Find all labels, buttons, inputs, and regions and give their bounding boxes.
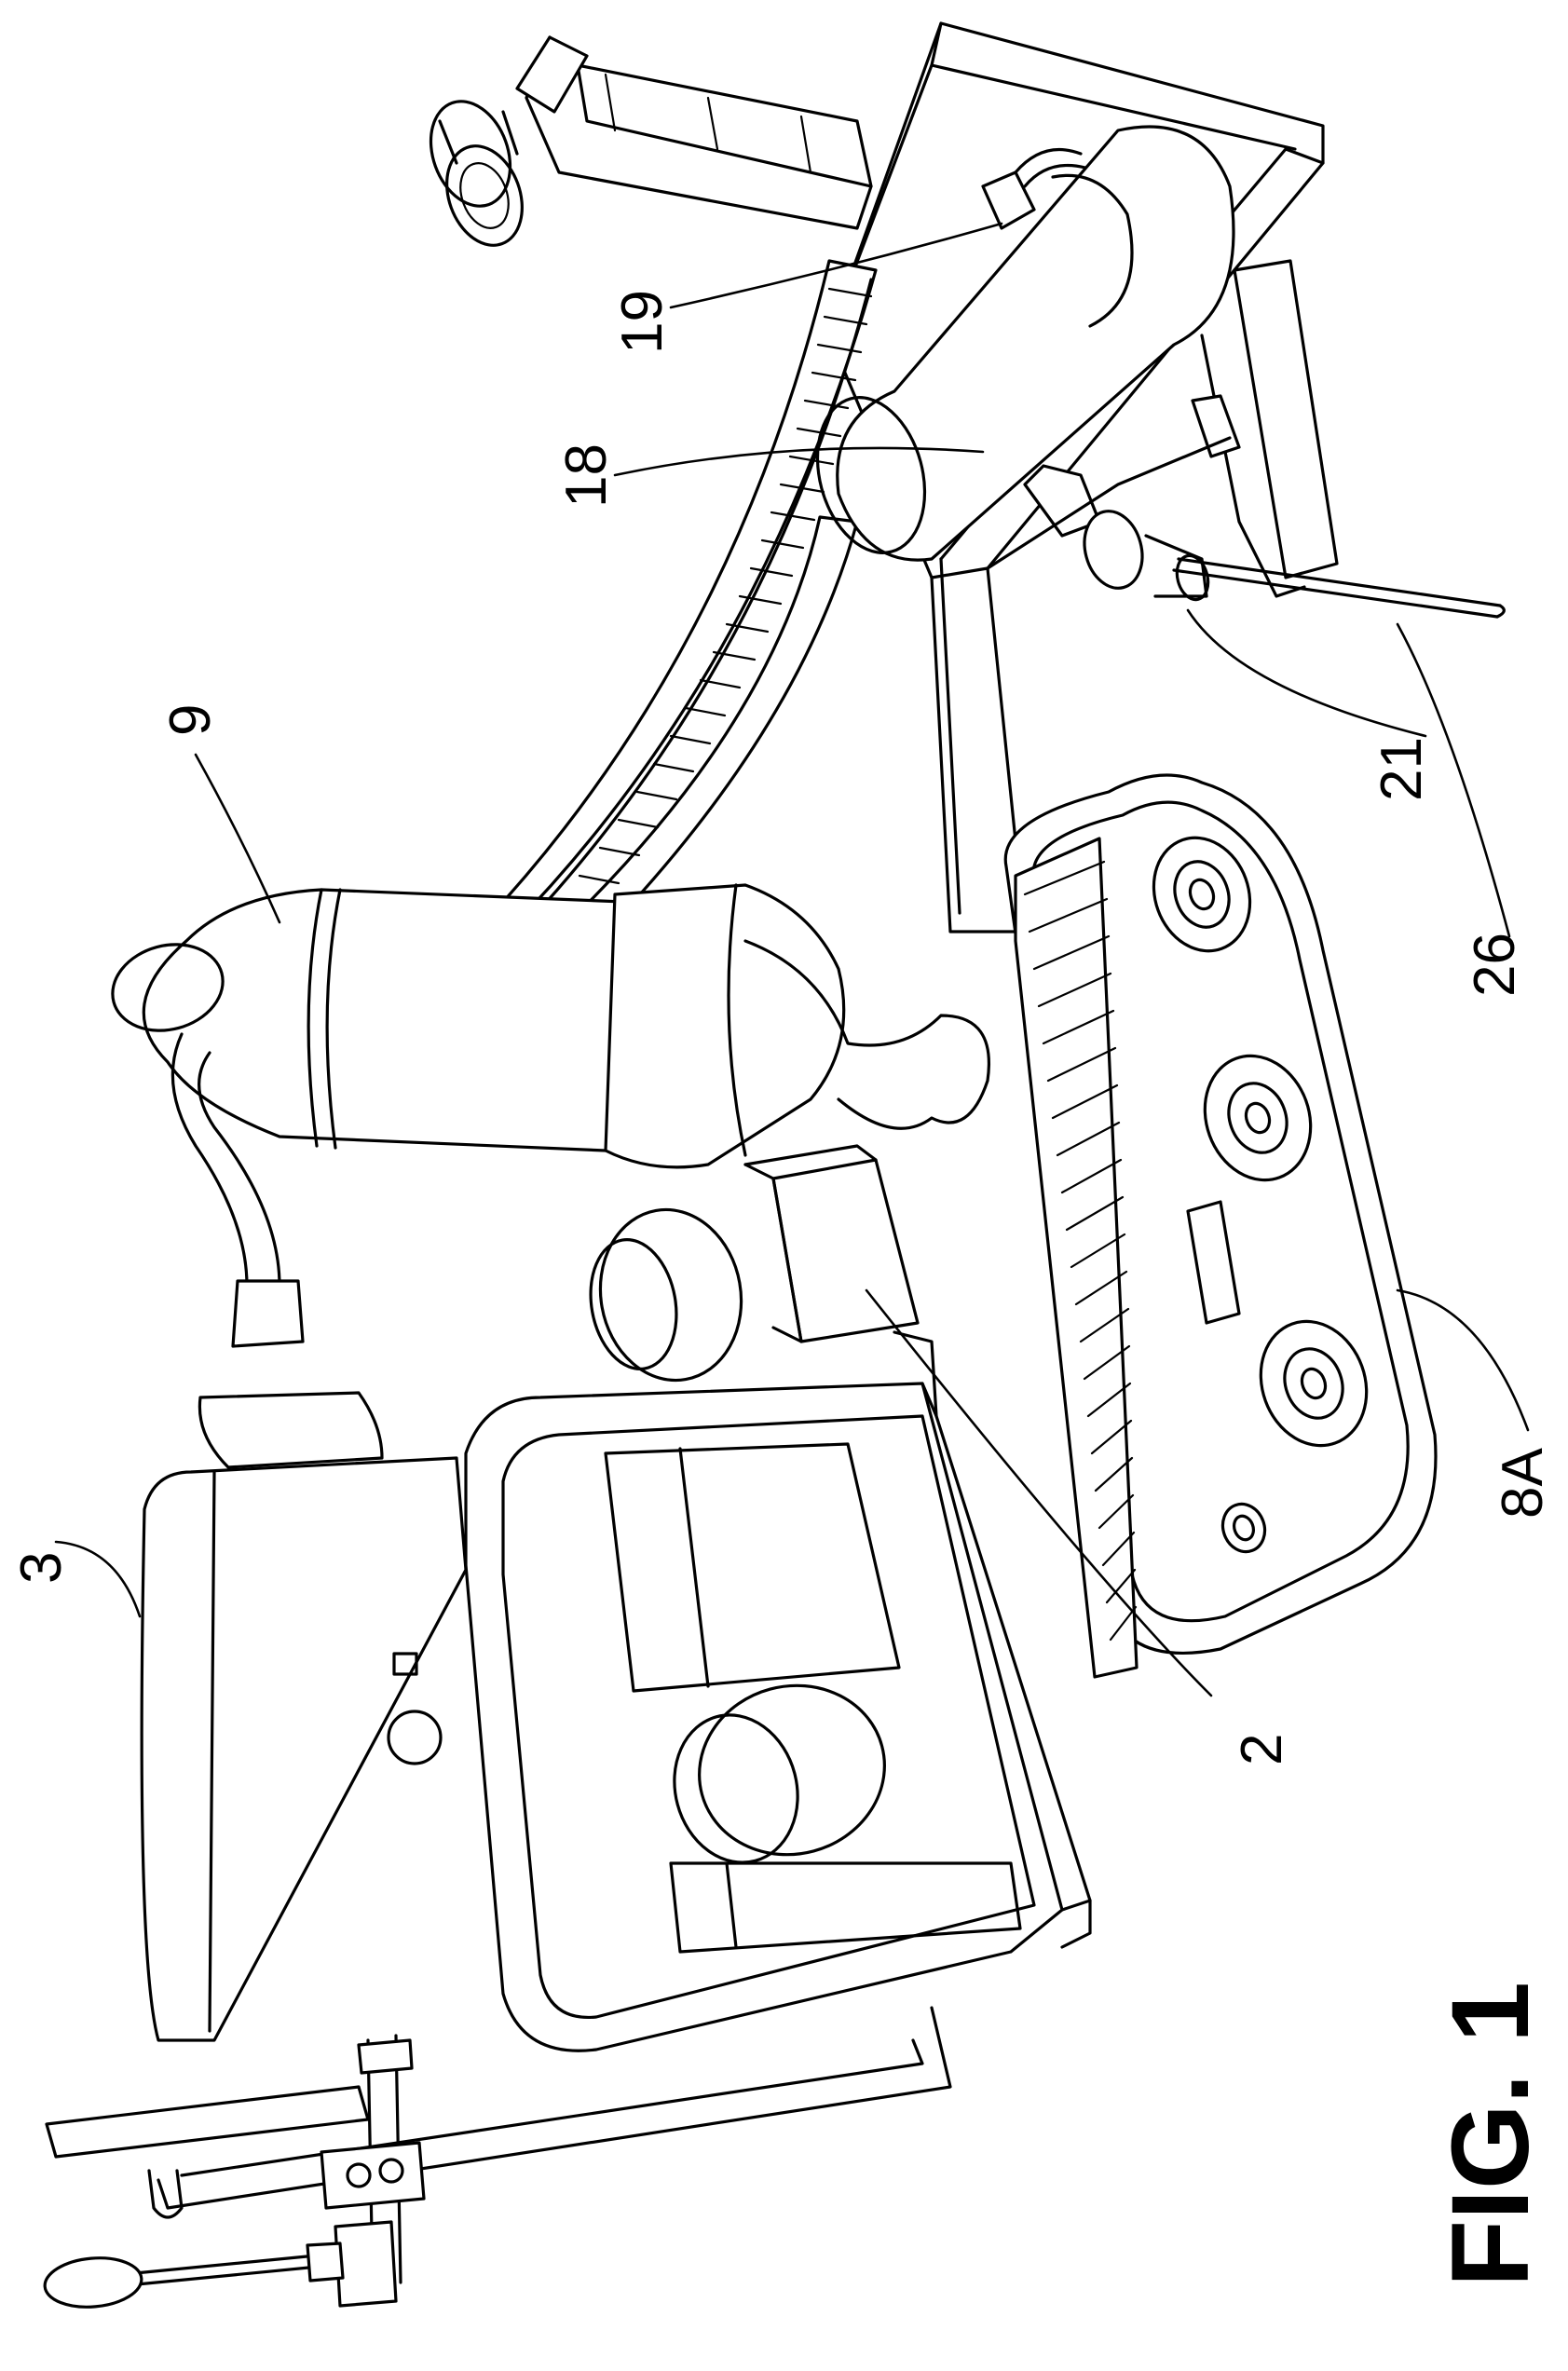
numeral-26: 26 (1463, 933, 1527, 997)
upper-bracket-arm (517, 37, 871, 228)
cup (581, 1198, 755, 1391)
numeral-3: 3 (9, 1552, 74, 1584)
numeral-18: 18 (554, 443, 619, 508)
figure-label: FIG. 1 (1429, 1982, 1552, 2287)
leader-9 (196, 755, 280, 922)
crawler-track-8a (1005, 775, 1436, 1677)
numeral-2: 2 (1230, 1734, 1294, 1765)
sensor-head-21 (1076, 505, 1213, 604)
box-2 (745, 1146, 918, 1342)
probe-rod-26 (1174, 559, 1504, 617)
machinery-cage (466, 1332, 1090, 2051)
numeral-19: 19 (610, 290, 675, 354)
numeral-21: 21 (1370, 737, 1434, 801)
control-lever (43, 2036, 424, 2310)
leader-21 (1188, 610, 1425, 736)
tank-9 (102, 885, 989, 1167)
numeral-8a: 8A (1491, 1448, 1555, 1519)
numeral-9: 9 (158, 704, 223, 736)
curved-conveyor (484, 261, 876, 932)
housing-3 (142, 1393, 466, 2040)
upper-roller (417, 90, 536, 256)
